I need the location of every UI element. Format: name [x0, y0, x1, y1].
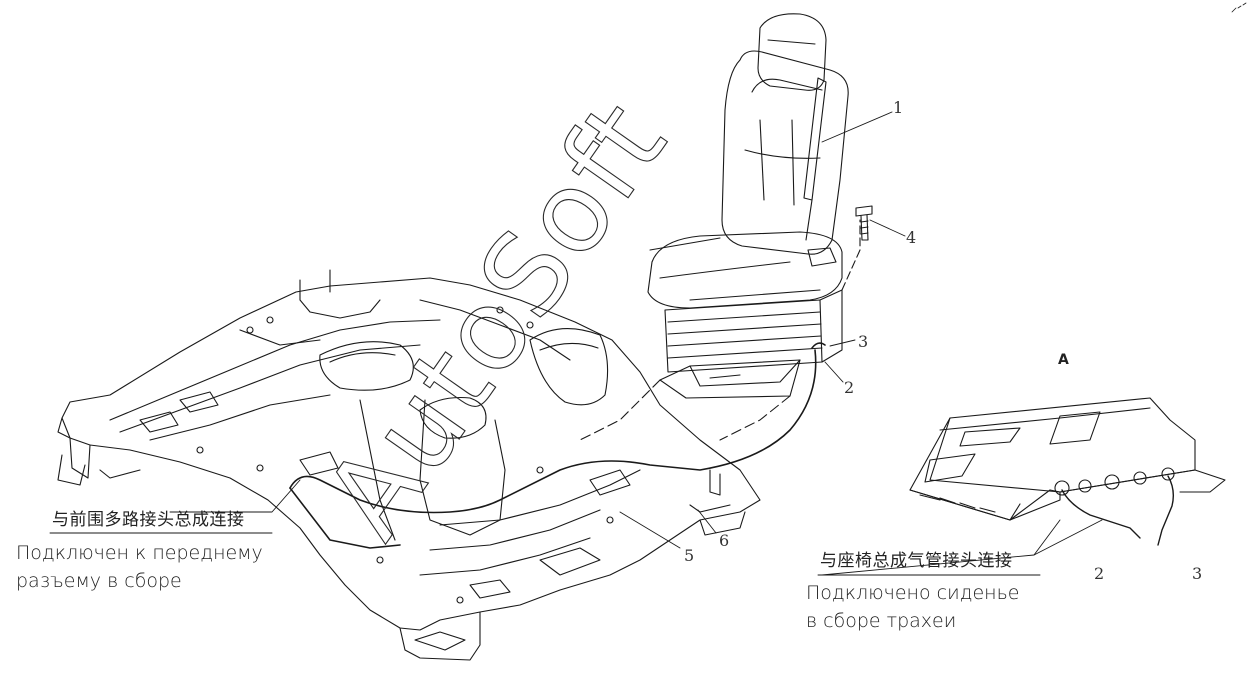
front-connector-label-cn: 与前围多路接头总成连接 — [52, 510, 245, 530]
leader-lines — [169, 111, 1103, 576]
callout-part-3: 3 — [858, 332, 869, 351]
callout-part-6: 6 — [719, 531, 730, 550]
annotation-underlines — [49, 532, 1041, 576]
air-hose-illustration — [289, 342, 826, 549]
seat-base-detail-illustration — [909, 397, 1226, 546]
corner-mark-icon — [1231, 2, 1247, 13]
front-connector-label-ru-line2: разъему в сборе — [16, 570, 182, 592]
callout-part-1: 1 — [893, 98, 904, 117]
detail-view-label: A — [1058, 352, 1069, 368]
callout-part-2: 2 — [844, 378, 855, 397]
seat-illustration — [579, 13, 861, 441]
watermark-text: AutoSoft — [301, 79, 693, 561]
seat-hose-label-ru-line2: в сборе трахеи — [806, 610, 957, 632]
bolt-icon — [855, 205, 873, 241]
callout-part-5: 5 — [684, 546, 695, 565]
callout-detail-part-3: 3 — [1192, 564, 1203, 583]
callout-part-4: 4 — [906, 228, 917, 247]
floor-panel-illustration — [57, 269, 761, 661]
seat-hose-label-cn: 与座椅总成气管接头连接 — [820, 551, 1013, 571]
front-connector-label-ru-line1: Подключен к переднему — [16, 542, 263, 564]
callout-detail-part-2: 2 — [1094, 564, 1105, 583]
seat-hose-label-ru-line1: Подключено сиденье — [806, 582, 1020, 604]
